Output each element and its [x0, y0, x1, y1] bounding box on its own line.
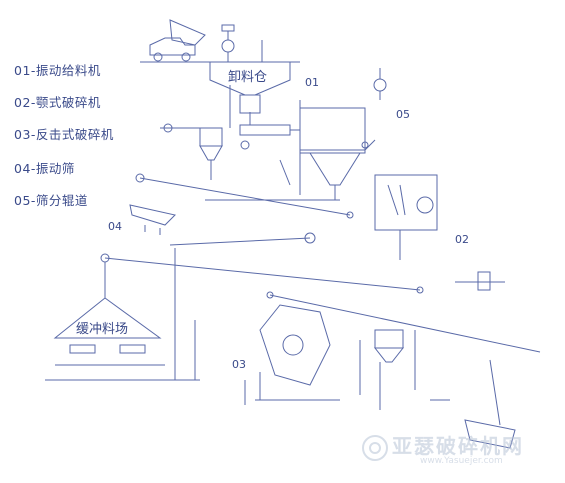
conveyors [100, 173, 541, 353]
label-buffer-yard: 缓冲料场 [76, 322, 129, 337]
dump-truck [140, 19, 206, 63]
label-03: 03 [232, 358, 246, 371]
watermark-en: www.Yasuejer.com [420, 456, 503, 466]
right-feeder [455, 271, 505, 291]
legend-item-01: 01-振动给料机 [14, 63, 101, 78]
gauge-right-icon [373, 68, 387, 100]
label-02: 02 [455, 233, 469, 246]
legend-item-02: 02-颚式破碎机 [14, 95, 101, 110]
impact-crusher-03 [255, 304, 340, 401]
vibrating-screen-04 [129, 204, 176, 235]
legend-item-03: 03-反击式破碎机 [14, 127, 114, 142]
vibrating-feeder-01 [239, 100, 301, 195]
label-04: 04 [108, 220, 122, 233]
watermark: 亚瑟破碎机网 www.Yasuejer.com [360, 428, 560, 474]
label-unload-bin: 卸料仓 [228, 70, 268, 85]
watermark-cn: 亚瑟破碎机网 [392, 434, 524, 458]
jaw-crusher-02 [374, 174, 438, 260]
label-01: 01 [305, 76, 319, 89]
right-hopper [359, 329, 416, 410]
buffer-yard [45, 262, 200, 381]
legend-item-04: 04-振动筛 [14, 161, 75, 176]
bottom-right-vehicle [464, 359, 516, 449]
legend-item-05: 05-筛分辊道 [14, 193, 88, 208]
left-hopper [160, 85, 231, 180]
watermark-logo-icon [362, 435, 388, 461]
screening-area [299, 107, 376, 200]
gauge-icon [221, 24, 235, 62]
label-05: 05 [396, 108, 410, 121]
